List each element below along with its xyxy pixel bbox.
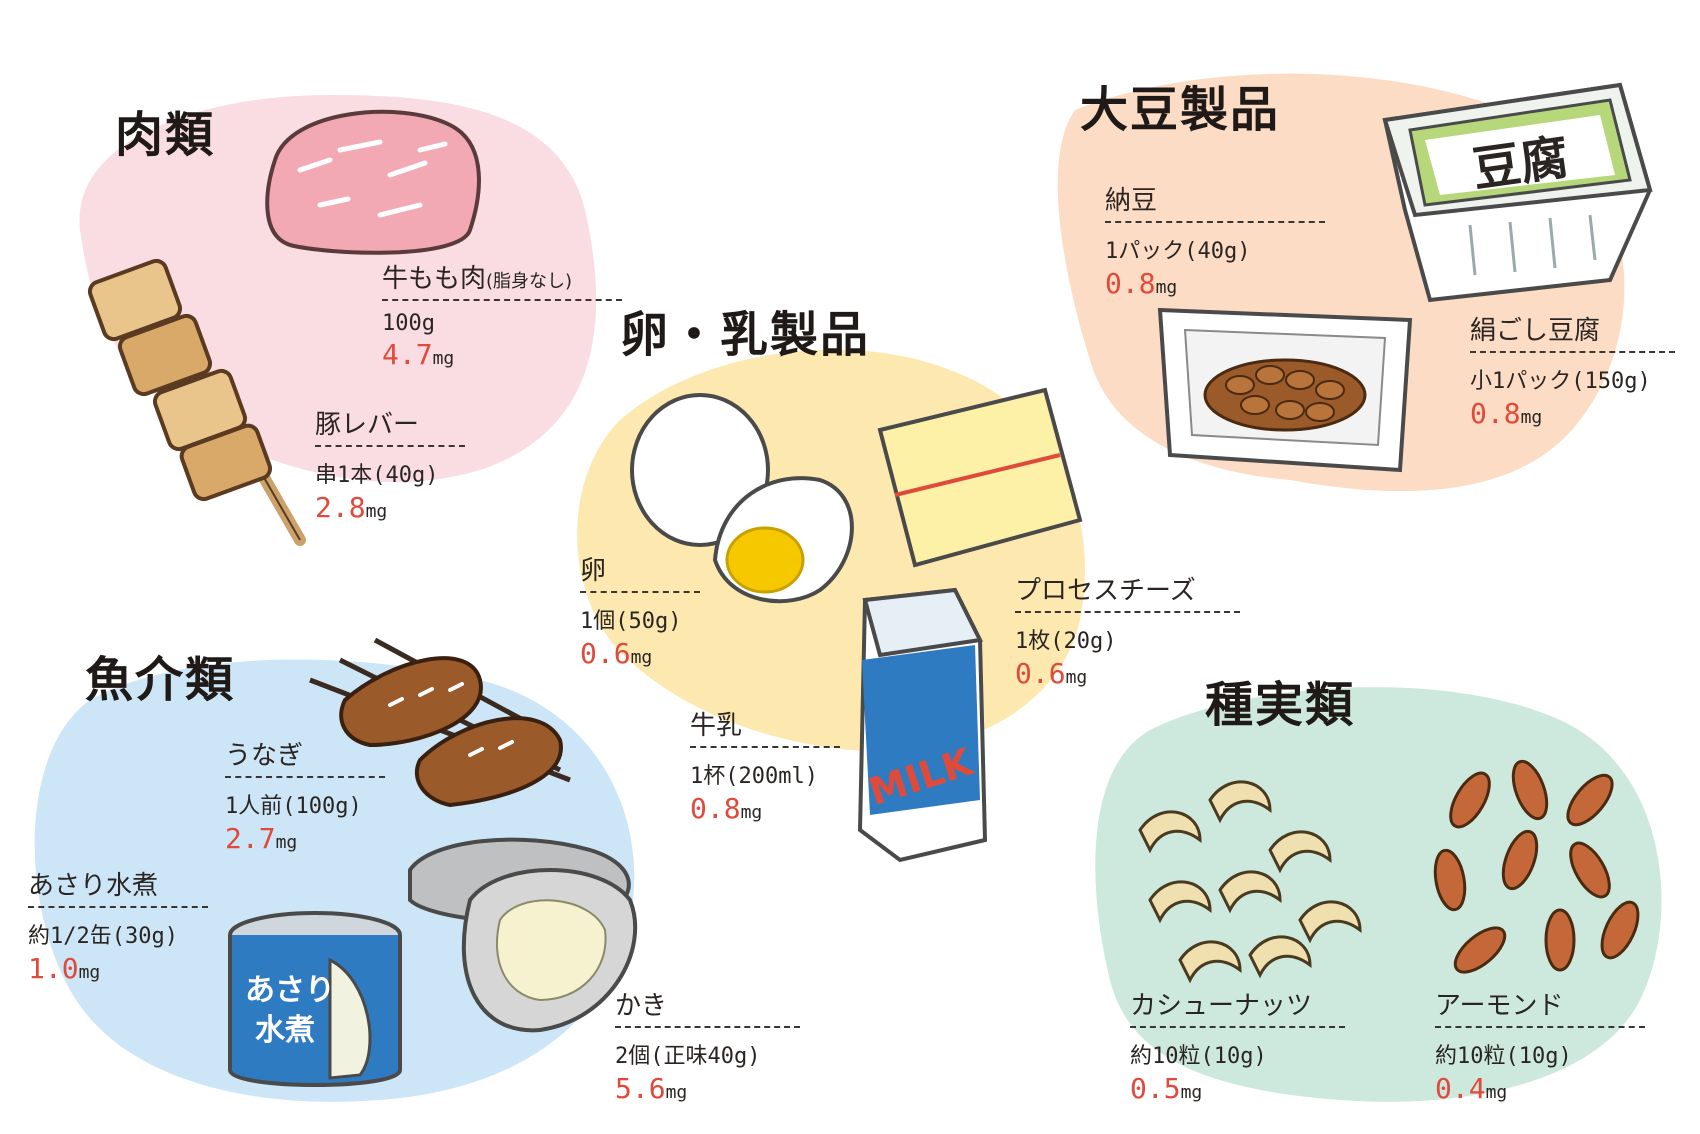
item-tofu-amount: 小1パック(150g) [1470, 369, 1651, 394]
clam-can-illustration: あさり 水煮 [228, 911, 402, 1087]
item-beef-note: (脂身なし) [486, 271, 573, 292]
item-eel-value: 2.7mg [225, 822, 298, 855]
item-cashew-amount: 約10粒(10g) [1130, 1044, 1267, 1069]
item-egg: 卵 1個(50g) 0.6mg [580, 550, 700, 670]
item-beef-value: 4.7mg [382, 338, 455, 371]
item-beef-amount: 100g [382, 311, 435, 336]
item-pork-liver-value: 2.8mg [315, 491, 388, 524]
item-milk: 牛乳 1杯(200ml) 0.8mg [690, 705, 840, 825]
item-eel: うなぎ 1人前(100g) 2.7mg [225, 735, 385, 855]
item-cheese-value: 0.6mg [1015, 657, 1088, 690]
item-pork-liver: 豚レバー 串1本(40g) 2.8mg [315, 404, 465, 524]
item-pork-liver-name: 豚レバー [315, 404, 465, 447]
item-natto-value: 0.8mg [1105, 267, 1178, 300]
item-milk-value: 0.8mg [690, 792, 763, 825]
item-eel-amount: 1人前(100g) [225, 794, 362, 819]
milk-carton-illustration: MILK [857, 587, 988, 863]
item-egg-name: 卵 [580, 550, 700, 593]
item-milk-amount: 1杯(200ml) [690, 764, 818, 789]
item-oyster-amount: 2個(正味40g) [615, 1044, 761, 1069]
item-egg-value: 0.6mg [580, 637, 653, 670]
tofu-pack-illustration: 豆腐 [1382, 82, 1653, 303]
item-natto-amount: 1パック(40g) [1105, 239, 1251, 264]
oyster-illustration [408, 837, 638, 1033]
item-natto: 納豆 1パック(40g) 0.8mg [1105, 180, 1325, 300]
item-oyster: かき 2個(正味40g) 5.6mg [615, 985, 800, 1105]
cheese-slice-illustration [877, 387, 1083, 568]
item-almond-value: 0.4mg [1435, 1072, 1508, 1105]
category-egg-dairy-title: 卵・乳製品 [620, 307, 871, 363]
item-cheese-name: プロセスチーズ [1015, 570, 1240, 613]
tofu-label-text: 豆腐 [1469, 130, 1572, 199]
can-label-1-text: あさり [245, 973, 335, 1008]
item-oyster-name: かき [615, 985, 800, 1028]
item-tofu-name: 絹ごし豆腐 [1470, 310, 1675, 353]
item-clam: あさり水煮 約1/2缶(30g) 1.0mg [28, 865, 208, 985]
item-beef-name: 牛もも肉(脂身なし) [382, 258, 622, 301]
item-oyster-value: 5.6mg [615, 1072, 688, 1105]
item-cheese-amount: 1枚(20g) [1015, 629, 1117, 654]
egg-illustration [630, 393, 854, 604]
item-clam-name: あさり水煮 [28, 865, 208, 908]
category-fish-title: 魚介類 [85, 652, 236, 708]
item-beef: 牛もも肉(脂身なし) 100g 4.7mg [382, 258, 622, 371]
item-cashew-name: カシューナッツ [1130, 985, 1345, 1028]
beef-slice-illustration [265, 109, 481, 255]
item-egg-amount: 1個(50g) [580, 609, 682, 634]
cashew-illustration [1138, 780, 1362, 984]
item-eel-name: うなぎ [225, 735, 385, 778]
item-cashew-value: 0.5mg [1130, 1072, 1203, 1105]
category-soy-title: 大豆製品 [1080, 82, 1281, 138]
item-pork-liver-amount: 串1本(40g) [315, 463, 439, 488]
category-meat-title: 肉類 [115, 107, 216, 163]
item-tofu: 絹ごし豆腐 小1パック(150g) 0.8mg [1470, 310, 1675, 430]
item-cheese: プロセスチーズ 1枚(20g) 0.6mg [1015, 570, 1240, 690]
item-clam-value: 1.0mg [28, 952, 101, 985]
item-milk-name: 牛乳 [690, 705, 840, 748]
can-label-2-text: 水煮 [255, 1013, 315, 1048]
item-clam-amount: 約1/2缶(30g) [28, 924, 178, 949]
item-tofu-value: 0.8mg [1470, 397, 1543, 430]
liver-skewer-illustration [87, 258, 306, 546]
almond-illustration [1433, 759, 1640, 974]
item-almond-name: アーモンド [1435, 985, 1645, 1028]
item-natto-name: 納豆 [1105, 180, 1325, 223]
item-almond: アーモンド 約10粒(10g) 0.4mg [1435, 985, 1645, 1105]
category-nuts-title: 種実類 [1205, 677, 1356, 733]
item-cashew: カシューナッツ 約10粒(10g) 0.5mg [1130, 985, 1345, 1105]
natto-pack-illustration [1157, 307, 1413, 473]
item-almond-amount: 約10粒(10g) [1435, 1044, 1572, 1069]
eel-illustration [309, 637, 571, 808]
